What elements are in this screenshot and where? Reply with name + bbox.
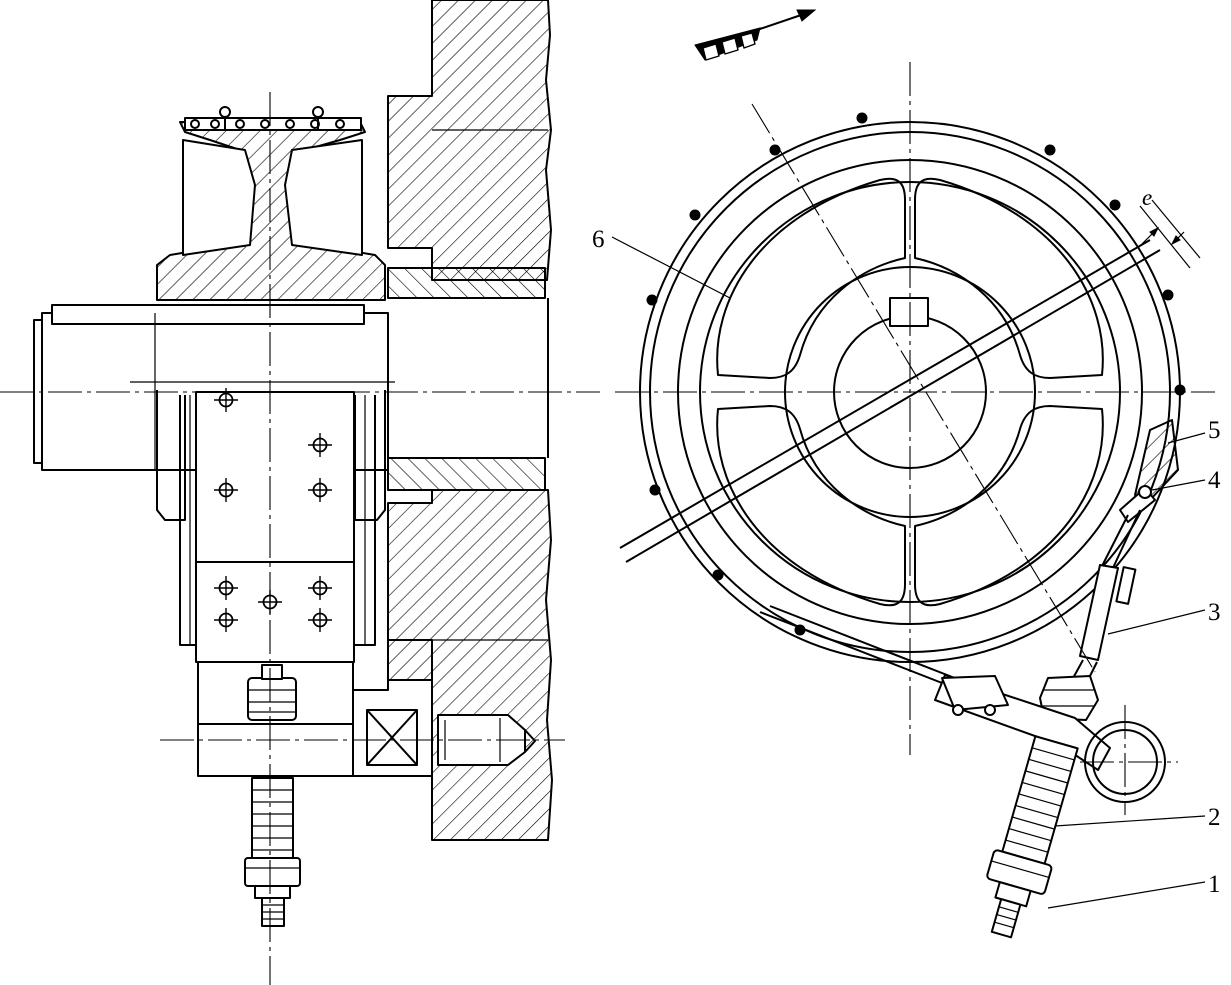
band-anchor-bracket bbox=[1099, 419, 1179, 571]
part-label-6: 6 bbox=[592, 226, 605, 253]
adjusting-nut-top bbox=[247, 664, 297, 721]
part-label-1: 1 bbox=[1208, 871, 1221, 898]
rotation-arrow-icon bbox=[694, 9, 817, 61]
lower-spring-assembly bbox=[244, 777, 301, 927]
band-tangent-strip bbox=[619, 239, 1161, 563]
part-label-2: 2 bbox=[1208, 804, 1221, 831]
front-view bbox=[615, 9, 1215, 939]
leader-lines bbox=[611, 236, 1206, 909]
brake-wheel-section bbox=[156, 106, 386, 646]
centre-lines-left bbox=[0, 92, 600, 985]
clearance-label: e bbox=[1142, 185, 1152, 210]
part-labels: 6 5 4 3 2 1 e bbox=[592, 185, 1221, 898]
part-label-4: 4 bbox=[1208, 467, 1221, 494]
band-rivets bbox=[190, 106, 345, 130]
spring-assembly bbox=[986, 735, 1079, 939]
band-lining-rivets bbox=[646, 112, 1186, 636]
lever-plates bbox=[195, 387, 355, 663]
part-label-5: 5 bbox=[1208, 417, 1221, 444]
part-label-3: 3 bbox=[1208, 599, 1221, 626]
side-section-view bbox=[0, 0, 600, 985]
band-tail bbox=[759, 605, 966, 691]
adjusting-rod bbox=[1039, 564, 1137, 721]
